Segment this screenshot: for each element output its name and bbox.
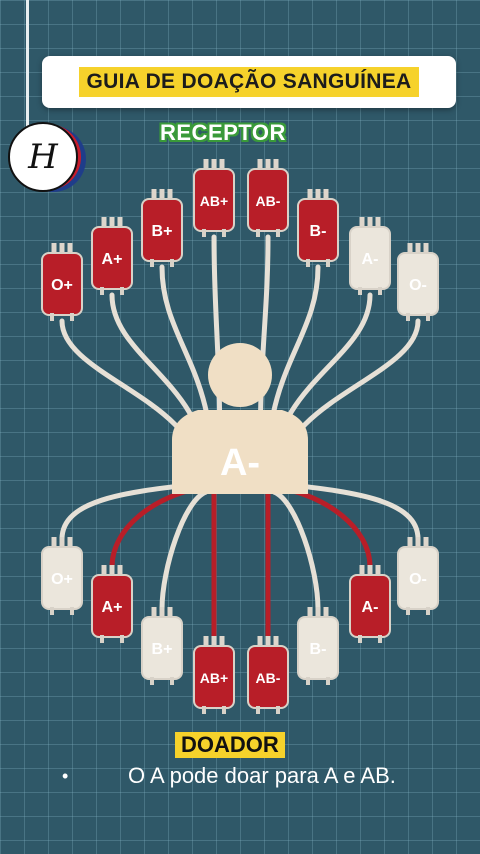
donor-bag-bneg-label: B- [310,641,327,658]
center-blood-type: A- [220,442,260,484]
donor-bag-apos: A+ [91,565,133,643]
doador-label: DOADOR [175,732,285,758]
receptor-bag-apos-label: A+ [102,251,123,268]
receptor-bag-opos: O+ [41,243,83,321]
receptor-bag-opos-label: O+ [51,277,73,294]
logo: H [8,122,86,194]
donor-tube-5 [271,489,321,612]
donor-bag-abpos: AB+ [193,636,235,714]
donor-bag-bpos: B+ [141,607,183,685]
donor-tube-6 [277,485,373,570]
bags-layer: O+ A+ B+ AB+ AB- B- A- O- O+ A+ B+ AB+ AB- B- A- O- [41,159,439,714]
donor-bag-aneg: A- [349,565,391,643]
donor-bag-bneg: B- [297,607,339,685]
receptor-bag-abneg-label: AB- [256,193,281,209]
donor-tube-1 [109,485,203,570]
donor-bag-oneg: O- [397,537,439,615]
caption: • O A pode doar para A e AB. [0,760,480,820]
donor-bag-abneg: AB- [247,636,289,714]
decorative-vertical-line [26,0,29,150]
caption-bullet: • [62,766,69,786]
receptor-bag-apos: A+ [91,217,133,295]
donor-bag-oneg-label: O- [409,571,427,588]
donor-bag-abpos-label: AB+ [200,670,228,686]
person-figure: A- [172,343,308,494]
receptor-bag-bpos: B+ [141,189,183,267]
receptor-bag-abpos-label: AB+ [200,193,228,209]
receptor-label: RECEPTOR [160,120,286,145]
receptor-bag-bpos-label: B+ [152,223,173,240]
donor-tube-2 [159,489,209,612]
receptor-bag-abneg: AB- [247,159,289,237]
donor-bag-abneg-label: AB- [256,670,281,686]
receptor-bag-bneg-label: B- [310,223,327,240]
receptor-bag-oneg: O- [397,243,439,321]
title-banner: GUIA DE DOAÇÃO SANGUÍNEA [42,56,456,108]
page-title: GUIA DE DOAÇÃO SANGUÍNEA [78,67,420,97]
donor-bag-aneg-label: A- [362,599,379,616]
donor-bag-bpos-label: B+ [152,641,173,658]
donor-bag-apos-label: A+ [102,599,123,616]
receptor-bag-abpos: AB+ [193,159,235,237]
receptor-bag-oneg-label: O- [409,277,427,294]
donor-bag-opos: O+ [41,537,83,615]
receptor-bag-aneg: A- [349,217,391,295]
person-torso [172,410,308,494]
receptor-bag-aneg-label: A- [362,251,379,268]
logo-letter: H [28,137,58,177]
person-head [208,343,272,407]
receptor-bag-bneg: B- [297,189,339,267]
caption-text: O A pode doar para A e AB. [128,763,396,788]
donor-bag-opos-label: O+ [51,571,73,588]
logo-circle: H [8,122,78,192]
